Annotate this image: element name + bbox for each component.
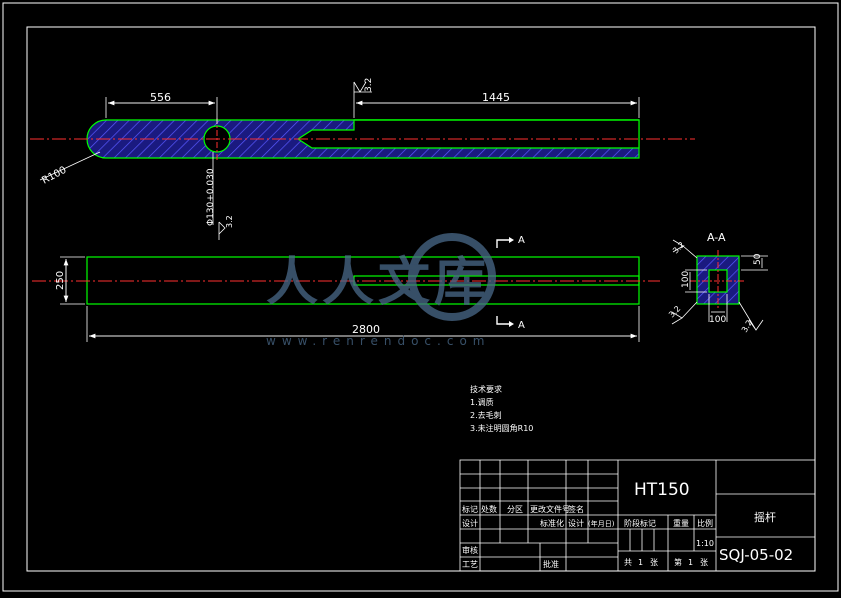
roughness-symbol-top [353, 81, 372, 93]
page-count: 1 [688, 558, 693, 567]
roughness-symbol-s3 [738, 301, 764, 331]
label-ratio: 比例 [697, 518, 713, 528]
dim-r100: R100 [40, 165, 68, 187]
total-count: 1 [638, 558, 643, 567]
roughness-top-value: 3.2 [364, 78, 374, 92]
dim-100-bottom: 100 [709, 315, 726, 325]
material: HT150 [634, 480, 690, 500]
dim-hole: Φ130+0.030 [206, 168, 216, 226]
roughness-hole-value: 3.2 [225, 215, 234, 228]
notes-line-2: 2.去毛刺 [470, 410, 502, 420]
scale-value: 1:10 [696, 539, 714, 548]
drawing-number: SQJ-05-02 [719, 546, 793, 564]
title-block-text: HT150 摇杆 SQJ-05-02 1:10 标记 处数 分区 更改文件号 签… [462, 480, 793, 569]
roughness-symbol-s1 [672, 239, 698, 259]
roughness-symbol-s2 [671, 301, 698, 325]
roughness-symbol-hole [218, 221, 226, 240]
title-block [459, 459, 816, 572]
notes-line-1: 1.调质 [470, 397, 494, 407]
section-label-top: A [518, 235, 525, 246]
dim-250: 250 [55, 271, 66, 290]
roughness-s1-value: 3.2 [671, 240, 686, 255]
label-sign-date: (年月日) [588, 519, 615, 528]
technical-notes: 技术要求 1.调质 2.去毛刺 3.未注明圆角R10 [470, 384, 533, 433]
label-design: 设计 [462, 518, 478, 528]
label-mark: 标记 [462, 504, 478, 514]
label-page: 第 [674, 557, 682, 567]
label-approve: 批准 [543, 559, 559, 569]
label-stage-mark: 阶段标记 [624, 518, 656, 528]
label-signature: 签名 [568, 504, 584, 514]
label-standardize: 标准化 [540, 518, 564, 528]
label-process: 工艺 [462, 560, 478, 569]
roughness-s3-value: 3.2 [740, 318, 754, 334]
watermark: 人人文库 www.renrendoc.com [266, 233, 496, 348]
label-sheets: 张 [650, 558, 658, 567]
top-view: 556 1445 3.2 R100 Φ130+0.030 3.2 [30, 78, 695, 240]
label-change-doc: 更改文件号 [530, 504, 570, 514]
front-view: 250 2800 A A [32, 235, 660, 342]
label-zone: 分区 [507, 505, 523, 514]
label-design-2: 设计 [568, 518, 584, 528]
dim-100-left: 100 [681, 271, 691, 288]
inner-frame [26, 26, 816, 572]
top-view-slot [296, 119, 640, 149]
section-label-bottom: A [518, 320, 525, 331]
dim-556: 556 [150, 91, 171, 104]
label-weight: 重量 [673, 518, 689, 528]
section-title: A-A [707, 231, 726, 244]
section-marker-bottom [496, 316, 509, 325]
label-sheets-2: 张 [700, 558, 708, 567]
label-count: 处数 [481, 504, 497, 514]
section-marker-top [496, 239, 509, 248]
part-name: 摇杆 [754, 510, 776, 524]
watermark-logo-text: 人人文库 [266, 253, 490, 313]
label-total: 共 [624, 558, 632, 567]
notes-heading: 技术要求 [470, 384, 502, 394]
section-view: A-A 50 100 100 3.2 3.2 3.2 [667, 231, 768, 334]
watermark-url: www.renrendoc.com [266, 334, 490, 348]
dim-2800: 2800 [352, 323, 380, 336]
label-review: 审核 [462, 545, 478, 555]
dim-1445: 1445 [482, 91, 510, 104]
dim-50: 50 [753, 253, 763, 265]
notes-line-3: 3.未注明圆角R10 [470, 423, 533, 433]
